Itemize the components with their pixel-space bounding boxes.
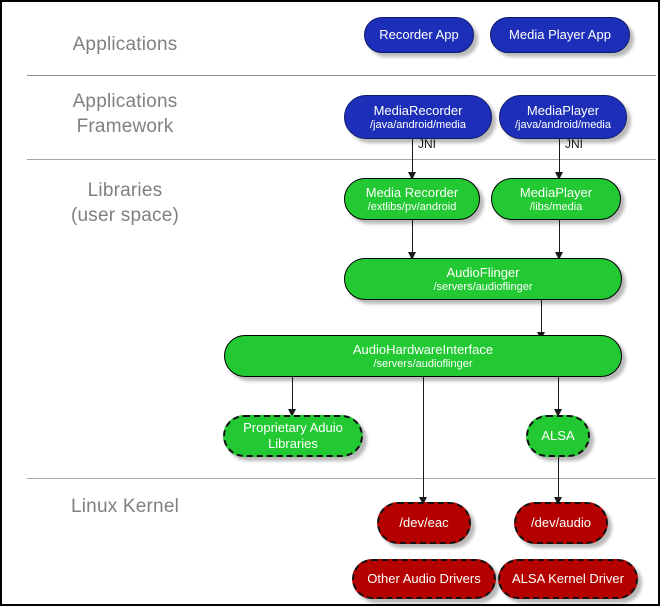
node-proprietary-audio-libraries-title: Proprietary Aduio Libraries [243,420,343,451]
node-mediaplayer-library[interactable]: MediaPlayer /libs/media [491,178,621,220]
node-alsa-kernel-driver[interactable]: ALSA Kernel Driver [498,559,638,599]
node-media-player-app-title: Media Player App [509,27,611,42]
node-media-recorder-library[interactable]: Media Recorder /extlibs/pv/android [344,178,480,220]
connector-mediarecorder-jni [412,139,413,178]
layer-label-applications: Applications [72,34,178,55]
node-media-player-app[interactable]: Media Player App [490,17,630,53]
arrowhead-alsa-devaudio [554,497,562,505]
node-mediaplayer-framework-path: /java/android/media [514,118,611,131]
node-audioflinger-path: /servers/audioflinger [433,280,533,293]
connector-alsa-devaudio [558,457,559,502]
node-proprietary-audio-libraries[interactable]: Proprietary Aduio Libraries [223,415,363,457]
node-media-recorder-library-title: Media Recorder [365,184,459,200]
node-other-audio-drivers-title: Other Audio Drivers [367,571,481,586]
node-audiohardwareinterface-path: /servers/audioflinger [373,357,473,370]
node-alsa-kernel-driver-title: ALSA Kernel Driver [512,571,624,586]
node-recorder-app[interactable]: Recorder App [364,17,474,53]
node-alsa[interactable]: ALSA [526,415,590,457]
node-dev-audio-title: /dev/audio [531,515,591,530]
layer-label-linux-kernel: Linux Kernel [70,496,180,517]
edge-label-jni-player: JNI [563,137,585,151]
arrowhead-audiohardwareinterface-deveac [419,497,427,505]
arrowhead-mediaplayerlib-audioflinger [555,252,563,260]
node-mediarecorder-framework-path: /java/android/media [369,118,466,131]
edge-label-jni-recorder: JNI [416,137,438,151]
node-dev-audio[interactable]: /dev/audio [514,502,608,544]
arrowhead-audiohardwareinterface-proprietary [288,409,296,417]
layer-label-libraries: Libraries (user space) [71,180,179,226]
connector-audiohardwareinterface-deveac [423,377,424,502]
node-mediarecorder-framework[interactable]: MediaRecorder /java/android/media [344,95,492,139]
arrowhead-audiohardwareinterface-alsa [554,409,562,417]
connector-mediaplayer-jni [559,139,560,178]
node-alsa-title: ALSA [541,428,575,443]
node-audiohardwareinterface[interactable]: AudioHardwareInterface /servers/audiofli… [224,335,622,377]
node-mediarecorder-framework-title: MediaRecorder [373,102,463,118]
connector-audioflinger-audiohardwareinterface [541,300,542,338]
layer-label-applications-framework: Applications Framework [72,91,178,137]
node-audioflinger[interactable]: AudioFlinger /servers/audioflinger [344,258,622,300]
connector-mediaplayerlib-audioflinger [559,220,560,258]
node-media-recorder-library-path: /extlibs/pv/android [367,200,457,213]
node-audioflinger-title: AudioFlinger [446,264,520,280]
node-dev-eac-title: /dev/eac [399,515,449,530]
node-mediaplayer-framework-title: MediaPlayer [526,102,600,118]
node-other-audio-drivers[interactable]: Other Audio Drivers [352,559,496,599]
divider-applications-framework [27,159,656,160]
connector-audiohardwareinterface-proprietary [292,377,293,414]
connector-mediarecorderlib-audioflinger [412,220,413,258]
node-mediaplayer-library-path: /libs/media [529,200,583,213]
arrowhead-mediarecorderlib-audioflinger [408,252,416,260]
arrowhead-mediaplayer-jni [555,172,563,180]
arrowhead-mediarecorder-jni [408,172,416,180]
node-mediaplayer-framework[interactable]: MediaPlayer /java/android/media [499,95,627,139]
divider-applications [27,75,656,76]
node-audiohardwareinterface-title: AudioHardwareInterface [352,341,494,357]
node-mediaplayer-library-title: MediaPlayer [519,184,593,200]
node-recorder-app-title: Recorder App [379,27,459,42]
divider-libraries [27,478,656,479]
connector-audiohardwareinterface-alsa [558,377,559,414]
node-dev-eac[interactable]: /dev/eac [377,502,471,544]
